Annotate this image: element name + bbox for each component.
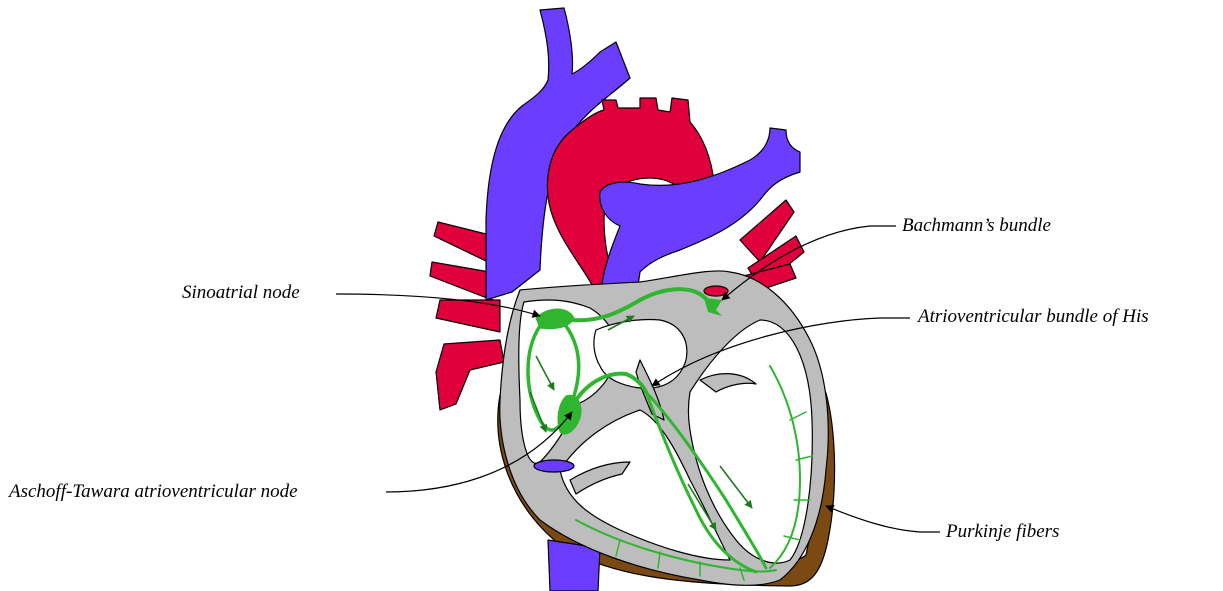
coronary-sinus: [534, 460, 574, 472]
label-purkinje-fibers: Purkinje fibers: [945, 521, 1059, 542]
label-bundle-of-his: Atrioventricular bundle of His: [916, 306, 1149, 327]
label-av-node: Aschoff-Tawara atrioventricular node: [7, 481, 298, 502]
label-bachmann-bundle: Bachmann’s bundle: [902, 215, 1051, 236]
label-sinoatrial-node: Sinoatrial node: [182, 282, 300, 303]
leader-purkinje: [826, 506, 940, 532]
pulmonary-vein-opening: [704, 286, 728, 296]
